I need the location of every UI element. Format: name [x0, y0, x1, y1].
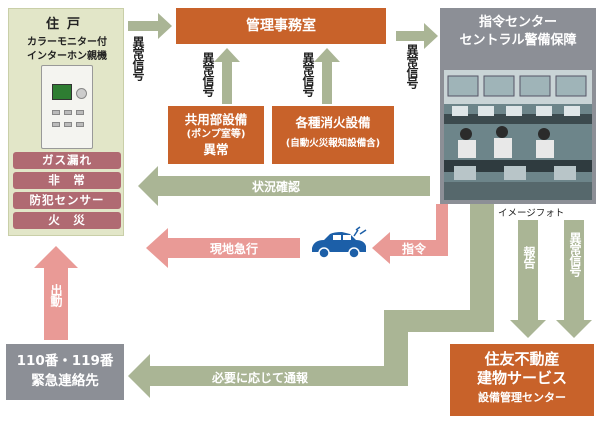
intercom-device-image [41, 65, 93, 149]
label-fire-abnormal-signal: 異常信号 [301, 52, 315, 96]
emergency-contacts-box: 110番・119番 緊急連絡先 [6, 344, 124, 400]
shared-equipment-line2: (ポンプ室等) [186, 129, 246, 140]
arrow-fire-to-office [314, 48, 340, 104]
alert-gas-leak: ガス漏れ [13, 152, 121, 169]
label-report-as-needed: 必要に応じて通報 [212, 371, 309, 385]
shared-equipment-line1: 共用部設備 [184, 112, 248, 127]
arrow-shared-to-office [214, 48, 240, 104]
label-shared-abnormal-signal: 異常信号 [201, 52, 215, 96]
label-command: 指令 [402, 242, 427, 256]
residence-panel: 住戸 カラーモニター付 インターホン親機 ガス漏れ 非 常 防犯センサー 火 災 [8, 8, 124, 236]
emergency-line1: 110番・119番 [16, 353, 114, 369]
sumitomo-line1: 住友不動産 [484, 350, 560, 368]
command-center-line2: セントラル警備保障 [459, 33, 577, 48]
label-dispatch: 出動 [49, 284, 63, 306]
emergency-line2: 緊急連絡先 [31, 373, 99, 389]
arrow-status-check [138, 166, 430, 206]
arrow-abnormal-signal [556, 220, 592, 338]
command-center-line1: 指令センター [478, 15, 557, 30]
management-office-box: 管理事務室 [176, 8, 386, 44]
intercom-button [76, 110, 84, 115]
alert-fire: 火 災 [13, 212, 121, 229]
alert-emergency: 非 常 [13, 172, 121, 189]
label-rush-to-site: 現地急行 [210, 242, 259, 256]
arrow-command [372, 204, 448, 264]
alert-security-sensor: 防犯センサー [13, 192, 121, 209]
label-residence-abnormal-signal: 異常信号 [131, 36, 145, 80]
residence-subtitle-line1: カラーモニター付 [27, 37, 107, 48]
arrow-report [510, 220, 546, 338]
residence-subtitle-line2: インターホン親機 [27, 51, 107, 62]
label-status-check: 状況確認 [252, 180, 301, 194]
intercom-button [52, 122, 60, 127]
intercom-screen [52, 84, 72, 100]
residence-title: 住戸 [45, 17, 88, 32]
intercom-button [64, 122, 72, 127]
control-room-illustration [444, 70, 592, 200]
patrol-car-icon [312, 226, 367, 259]
fire-equipment-line2: (自動火災報知設備含) [285, 138, 381, 149]
intercom-speaker [76, 88, 87, 99]
arrow-office-to-center [396, 23, 438, 49]
shared-equipment-line3: 異常 [203, 142, 229, 157]
intercom-button [76, 122, 84, 127]
arrow-dispatch [34, 246, 78, 340]
arrow-rush-to-site [146, 228, 300, 268]
command-center-box: 指令センター セントラル警備保障 [440, 8, 596, 204]
sumitomo-facility-center-box: 住友不動産 建物サービス 設備管理センター [450, 344, 594, 416]
sumitomo-line3: 設備管理センター [478, 391, 566, 404]
intercom-button [52, 110, 60, 115]
sumitomo-line2: 建物サービス [476, 369, 567, 387]
arrow-report-as-needed [128, 204, 494, 398]
intercom-button [64, 110, 72, 115]
shared-equipment-box: 共用部設備 (ポンプ室等) 異常 [168, 106, 264, 164]
label-abnormal-signal: 異常信号 [568, 232, 582, 276]
label-report: 報告 [522, 246, 536, 268]
fire-equipment-box: 各種消火設備 (自動火災報知設備含) [272, 106, 394, 164]
command-center-title: 指令センター セントラル警備保障 [440, 14, 596, 50]
label-office-abnormal-signal: 異常信号 [405, 44, 419, 88]
fire-equipment-line1: 各種消火設備 [295, 115, 371, 130]
command-center-photo [444, 70, 592, 200]
photo-caption: イメージフォト [498, 208, 565, 219]
arrow-residence-to-office [128, 13, 172, 39]
